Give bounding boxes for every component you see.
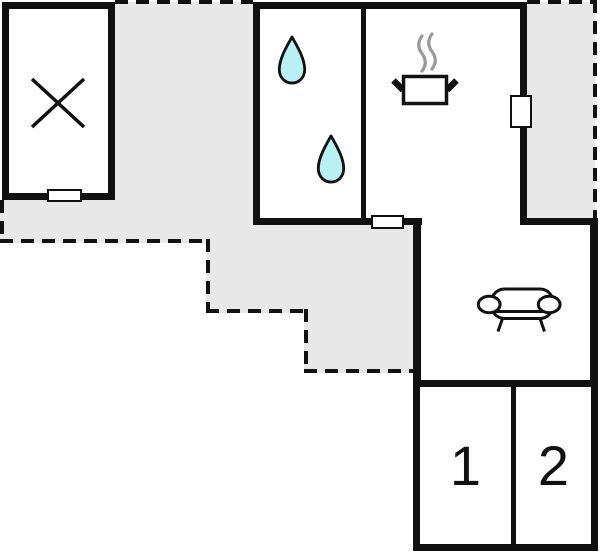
bedroom-1-number: 1	[449, 433, 482, 497]
door-kitchen-terrace	[371, 215, 404, 229]
sofa-icon	[476, 287, 562, 332]
terrace-boundary-step-1	[206, 239, 210, 313]
terrace-boundary-bottom-1	[0, 239, 210, 243]
window-storage	[47, 189, 82, 202]
terrace-boundary-right-edge	[593, 0, 597, 222]
wall-living-right	[590, 218, 598, 383]
terrace-area-top-right	[527, 2, 595, 222]
room-bathroom	[253, 2, 366, 225]
water-drop-icon	[316, 134, 346, 184]
bedroom-2-label: 2	[516, 387, 591, 544]
wall-living-left	[413, 218, 421, 383]
wall-bedroom-divider	[511, 387, 516, 544]
wall-kitchen-bottom-left	[362, 218, 374, 225]
terrace-boundary-step-2	[304, 309, 308, 373]
terrace-boundary-bottom-2	[206, 309, 308, 313]
room-kitchen	[366, 2, 527, 225]
cross-icon	[30, 77, 86, 129]
wall-living-top-right	[520, 218, 598, 225]
terrace-area-left	[0, 200, 210, 243]
bedroom-2-number: 2	[537, 433, 570, 497]
window-kitchen	[510, 95, 532, 128]
terrace-boundary-left-edge	[0, 200, 4, 243]
room-bedrooms-block	[413, 380, 598, 551]
bedroom-1-label: 1	[420, 387, 511, 544]
wall-kitchen-bottom-right	[402, 218, 422, 225]
terrace-boundary-top-right	[527, 0, 597, 4]
terrace-boundary-top-strip	[115, 0, 253, 4]
cooking-pot-icon	[391, 32, 459, 106]
terrace-boundary-bottom-3	[304, 369, 417, 373]
water-drop-icon	[277, 35, 307, 85]
